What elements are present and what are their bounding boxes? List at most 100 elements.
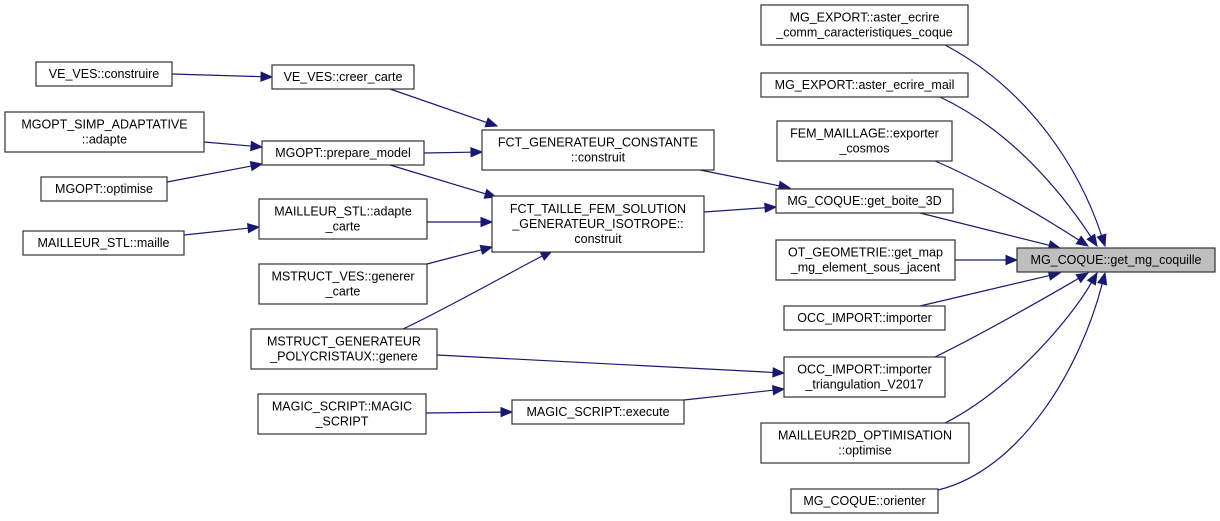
node-label: ::adapte xyxy=(82,133,127,147)
node-label: _carte xyxy=(325,285,361,299)
edge-stl_adapte-to-fct_taille xyxy=(427,216,494,228)
node-aster-mail[interactable]: MG_EXPORT::aster_ecrire_mail xyxy=(760,72,969,98)
node-label: VE_VES::creer_carte xyxy=(284,70,403,84)
arrowhead-icon xyxy=(479,244,494,255)
node-polycristaux[interactable]: MSTRUCT_GENERATEUR_POLYCRISTAUX::genere xyxy=(250,328,438,370)
node-box[interactable] xyxy=(250,328,438,370)
node-box[interactable] xyxy=(1016,247,1216,273)
edge-line xyxy=(166,165,252,183)
edge-mailleur2d-to-focus xyxy=(944,271,1098,424)
node-box[interactable] xyxy=(783,356,946,398)
edge-line xyxy=(183,227,249,236)
edge-line xyxy=(389,88,487,123)
edge-prepare_model-to-fct_constante xyxy=(423,146,484,158)
node-label: MSTRUCT_GENERATEUR xyxy=(267,335,421,349)
edge-line xyxy=(436,354,774,374)
edge-ves_generer-to-fct_taille xyxy=(426,244,494,265)
node-prepare-model[interactable]: MGOPT::prepare_model xyxy=(261,140,425,166)
edge-fct_taille-to-boite_3d xyxy=(703,202,778,214)
edge-line xyxy=(939,96,1092,238)
node-fct-constante[interactable]: FCT_GENERATEUR_CONSTANTE::construit xyxy=(481,129,715,171)
edge-line xyxy=(944,282,1093,424)
node-stl-adapte[interactable]: MAILLEUR_STL::adapte_carte xyxy=(258,198,428,240)
node-label: construit xyxy=(574,232,622,246)
arrowhead-icon xyxy=(764,202,778,214)
arrowhead-icon xyxy=(250,140,264,152)
edge-magic_ctor-to-magic_exec xyxy=(425,406,514,418)
node-label: VE_VES::construire xyxy=(49,67,160,81)
node-focus[interactable]: MG_COQUE::get_mg_coquille xyxy=(1016,247,1216,273)
node-box[interactable] xyxy=(783,305,946,331)
node-box[interactable] xyxy=(760,4,969,46)
node-label: ::construit xyxy=(571,151,626,165)
arrowhead-icon xyxy=(1086,271,1098,286)
node-label: MG_EXPORT::aster_ecrire_mail xyxy=(775,78,955,92)
edge-line xyxy=(425,411,502,414)
node-box[interactable] xyxy=(261,140,425,166)
node-label: _GENERATEUR_ISOTROPE:: xyxy=(511,217,683,231)
node-box[interactable] xyxy=(271,64,415,90)
arrowhead-icon xyxy=(500,406,514,418)
edge-fem_cosmos-to-focus xyxy=(934,160,1090,247)
node-label: OCC_IMPORT::importer xyxy=(797,311,932,325)
node-label: OCC_IMPORT::importer xyxy=(797,363,932,377)
node-aster-comm[interactable]: MG_EXPORT::aster_ecrire_comm_caracterist… xyxy=(760,4,969,46)
node-label: MAILLEUR_STL::maille xyxy=(38,236,170,250)
edge-construire-to-creer_carte xyxy=(171,71,274,82)
node-box[interactable] xyxy=(790,488,939,514)
node-label: FCT_GENERATEUR_CONSTANTE xyxy=(498,136,698,150)
edge-line xyxy=(699,169,780,187)
edge-line xyxy=(934,160,1080,241)
node-fem-cosmos[interactable]: FEM_MAILLAGE::exporter_cosmos xyxy=(776,120,953,162)
node-ot-geometrie[interactable]: OT_GEOMETRIE::get_map_mg_element_sous_ja… xyxy=(775,239,956,281)
node-box[interactable] xyxy=(22,230,185,256)
edge-line xyxy=(203,141,252,147)
node-fct-taille[interactable]: FCT_TAILLE_FEM_SOLUTION_GENERATEUR_ISOTR… xyxy=(491,195,705,253)
node-occ-importer[interactable]: OCC_IMPORT::importer xyxy=(783,305,946,331)
node-box[interactable] xyxy=(776,120,953,162)
node-magic-ctor[interactable]: MAGIC_SCRIPT::MAGIC_SCRIPT xyxy=(257,393,427,435)
node-label: FCT_TAILLE_FEM_SOLUTION xyxy=(510,202,686,216)
node-label: _triangulation_V2017 xyxy=(804,378,923,392)
arrowhead-icon xyxy=(772,367,786,378)
node-optimise[interactable]: MGOPT::optimise xyxy=(40,176,168,202)
node-label: _comm_caracteristiques_coque xyxy=(775,26,953,40)
node-ves-generer[interactable]: MSTRUCT_VES::generer_carte xyxy=(258,263,428,305)
node-box[interactable] xyxy=(40,176,168,202)
node-box[interactable] xyxy=(35,61,173,87)
node-boite-3d[interactable]: MG_COQUE::get_boite_3D xyxy=(775,188,954,214)
node-box[interactable] xyxy=(760,72,969,98)
node-box[interactable] xyxy=(491,195,705,253)
node-label: _POLYCRISTAUX::genere xyxy=(269,350,418,364)
arrowhead-icon xyxy=(1096,233,1107,248)
node-construire[interactable]: VE_VES::construire xyxy=(35,61,173,87)
node-box[interactable] xyxy=(4,111,205,153)
node-magic-exec[interactable]: MAGIC_SCRIPT::execute xyxy=(511,399,685,425)
edge-line xyxy=(919,274,1050,307)
edges-layer xyxy=(166,44,1108,491)
node-box[interactable] xyxy=(258,198,428,240)
node-mailleur2d[interactable]: MAILLEUR2D_OPTIMISATION::optimise xyxy=(760,422,970,464)
node-creer-carte[interactable]: VE_VES::creer_carte xyxy=(271,64,415,90)
node-simp-adapte[interactable]: MGOPT_SIMP_ADAPTATIVE::adapte xyxy=(4,111,205,153)
node-box[interactable] xyxy=(481,129,715,171)
arrowhead-icon xyxy=(480,216,494,228)
node-stl-maille[interactable]: MAILLEUR_STL::maille xyxy=(22,230,185,256)
node-label: MGOPT_SIMP_ADAPTATIVE xyxy=(21,118,187,132)
node-box[interactable] xyxy=(775,239,956,281)
edge-polycristaux-to-occ_triang xyxy=(436,354,786,378)
node-box[interactable] xyxy=(760,422,970,464)
node-occ-triang[interactable]: OCC_IMPORT::importer_triangulation_V2017 xyxy=(783,356,946,398)
node-orienter[interactable]: MG_COQUE::orienter xyxy=(790,488,939,514)
arrowhead-icon xyxy=(1075,235,1090,247)
node-box[interactable] xyxy=(775,188,954,214)
node-label: _mg_element_sous_jacent xyxy=(790,261,941,275)
edge-polycristaux-to-fct_taille xyxy=(402,250,554,330)
node-box[interactable] xyxy=(258,263,428,305)
node-label: MAGIC_SCRIPT::MAGIC xyxy=(272,400,412,414)
node-label: MG_COQUE::get_mg_coquille xyxy=(1031,253,1202,267)
edge-magic_exec-to-occ_triang xyxy=(683,385,786,401)
node-box[interactable] xyxy=(257,393,427,435)
node-box[interactable] xyxy=(511,399,685,425)
